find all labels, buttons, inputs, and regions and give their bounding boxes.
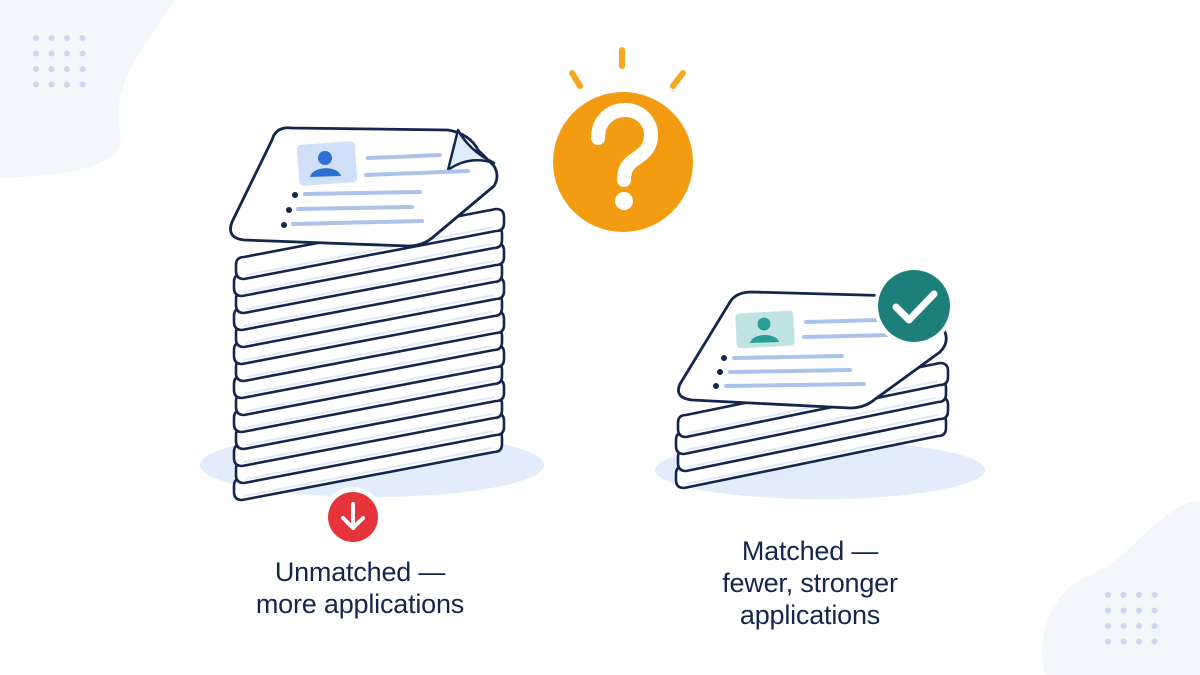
matched-caption-line1: Matched — (741, 536, 879, 566)
application-sheet-inner-line (245, 294, 495, 344)
background-blob-bottom-right (1042, 500, 1200, 675)
dot (79, 66, 86, 72)
matched-caption-line3: applications (739, 600, 881, 630)
avatar-body (310, 168, 341, 177)
dot (1120, 607, 1127, 614)
application-sheet-inner-line (245, 260, 495, 310)
unmatched-caption: Unmatched — more applications (200, 556, 520, 620)
application-sheet-inner-line (245, 430, 495, 480)
check-badge (874, 266, 954, 346)
ray-right (670, 70, 686, 89)
dot (1136, 592, 1142, 598)
application-sheet-inner-line (685, 397, 937, 451)
dot (1136, 623, 1142, 629)
application-sheet-inner-line (685, 431, 937, 485)
dot (1105, 623, 1111, 629)
application-sheet-inner-line (245, 328, 495, 378)
application-sheet-inner-line (243, 243, 493, 293)
dot (79, 35, 86, 41)
right-top-sheet-content (713, 310, 894, 389)
dot (48, 35, 55, 41)
application-sheet (676, 395, 950, 473)
unmatched-caption-line2: more applications (255, 589, 465, 619)
application-sheet (234, 275, 506, 349)
dot (1136, 638, 1142, 645)
dot (1105, 638, 1111, 645)
dot (33, 35, 39, 41)
question-mark-icon (591, 103, 658, 210)
application-sheet (234, 343, 506, 417)
dot (1105, 592, 1111, 598)
matched-caption-line2: fewer, stronger (722, 568, 898, 598)
application-sheet-inner-line (245, 396, 495, 446)
application-sheet-inner-line (245, 362, 495, 412)
dot (48, 81, 55, 88)
avatar-body (750, 334, 779, 343)
background-blob-top-left (0, 0, 175, 178)
dot (33, 50, 39, 57)
application-sheet (234, 309, 506, 383)
ray-left (569, 70, 583, 89)
dot (64, 50, 70, 57)
application-sheet-inner-line (245, 226, 495, 276)
unmatched-application-stack (229, 126, 506, 502)
dot (1151, 607, 1158, 614)
avatar-head (318, 151, 332, 165)
application-sheet (234, 241, 506, 315)
dot (64, 35, 70, 41)
application-sheet-inner-line (243, 345, 493, 395)
application-sheet (234, 377, 506, 451)
dot (48, 66, 55, 72)
dot (48, 50, 55, 57)
unmatched-caption-line1: Unmatched — (274, 557, 446, 587)
left-top-sheet-fold-corner (446, 128, 496, 172)
application-sheet-inner-line (243, 447, 493, 497)
avatar-head (757, 317, 771, 331)
dot (64, 66, 70, 72)
matched-caption: Matched — fewer, stronger applications (660, 535, 960, 631)
application-sheet-inner-line (243, 277, 493, 327)
down-arrow-icon (341, 502, 365, 530)
dot (1151, 592, 1158, 598)
application-sheet-inner-line (243, 413, 493, 463)
dot (64, 81, 70, 88)
dot (1151, 623, 1158, 629)
dot (1120, 623, 1127, 629)
dot (1120, 638, 1127, 645)
dot (1151, 638, 1158, 645)
dot (1120, 592, 1127, 598)
checkmark-icon (892, 290, 938, 324)
down-arrow-badge (323, 487, 383, 547)
dot (79, 81, 86, 88)
dot (79, 50, 86, 57)
dot (33, 81, 39, 88)
dot (1105, 607, 1111, 614)
question-badge (553, 47, 693, 232)
application-sheet-inner-line (687, 414, 939, 468)
dot (1136, 607, 1142, 614)
application-sheet-inner-line (243, 311, 493, 361)
left-top-sheet-content (281, 141, 470, 228)
dot-grid-top-left (33, 35, 86, 88)
dot (33, 66, 39, 72)
application-sheet-inner-line (243, 379, 493, 429)
application-sheet (234, 411, 506, 485)
dot-grid-bottom-right (1105, 592, 1158, 645)
